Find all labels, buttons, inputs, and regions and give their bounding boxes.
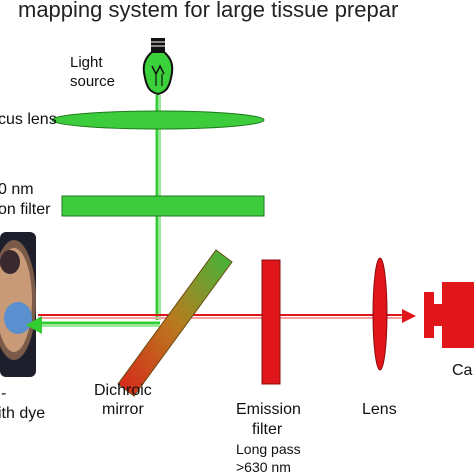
dichroic-mirror [117, 249, 233, 397]
camera-label: Ca [452, 362, 473, 379]
dichroic-label-line1: Dichroic [94, 382, 152, 399]
excitation-filter-label-line1: 0 nm [0, 181, 34, 198]
focus-lens [51, 110, 265, 130]
emission-filter-label-line1: Emission [236, 401, 301, 418]
emission-filter [261, 259, 281, 385]
emission-arrowhead [402, 309, 416, 323]
reflected-arrowhead [26, 316, 42, 334]
dichroic-label-line2: mirror [102, 401, 144, 418]
light-bulb-icon [142, 38, 174, 96]
tissue-dye-label: ith dye [0, 405, 46, 422]
tissue-image [0, 232, 36, 377]
focus-lens-label: cus lens [0, 111, 57, 128]
camera-body [442, 282, 474, 348]
camera-lens-mount [424, 292, 434, 338]
excitation-filter-label-line2: on filter [0, 201, 51, 218]
left-dash-label: - [1, 385, 7, 402]
emission-filter-label-line4: >630 nm [236, 459, 291, 475]
page-title: mapping system for large tissue prepar [18, 0, 399, 22]
tissue-dye-spot [4, 302, 32, 334]
light-source-label-line1: Light [70, 54, 103, 71]
bulb-cap [151, 38, 165, 52]
bulb-filament [151, 64, 165, 76]
lens-label: Lens [362, 401, 397, 418]
bulb-glass [142, 51, 174, 96]
emission-filter-label-line2: filter [252, 421, 283, 438]
excitation-filter [61, 195, 265, 217]
camera-icon [424, 282, 474, 348]
emission-filter-label-line3: Long pass [236, 441, 301, 457]
tissue-shadow [0, 250, 20, 274]
camera-neck [434, 304, 442, 326]
light-source-label-line2: source [70, 73, 116, 90]
lens [372, 257, 388, 371]
